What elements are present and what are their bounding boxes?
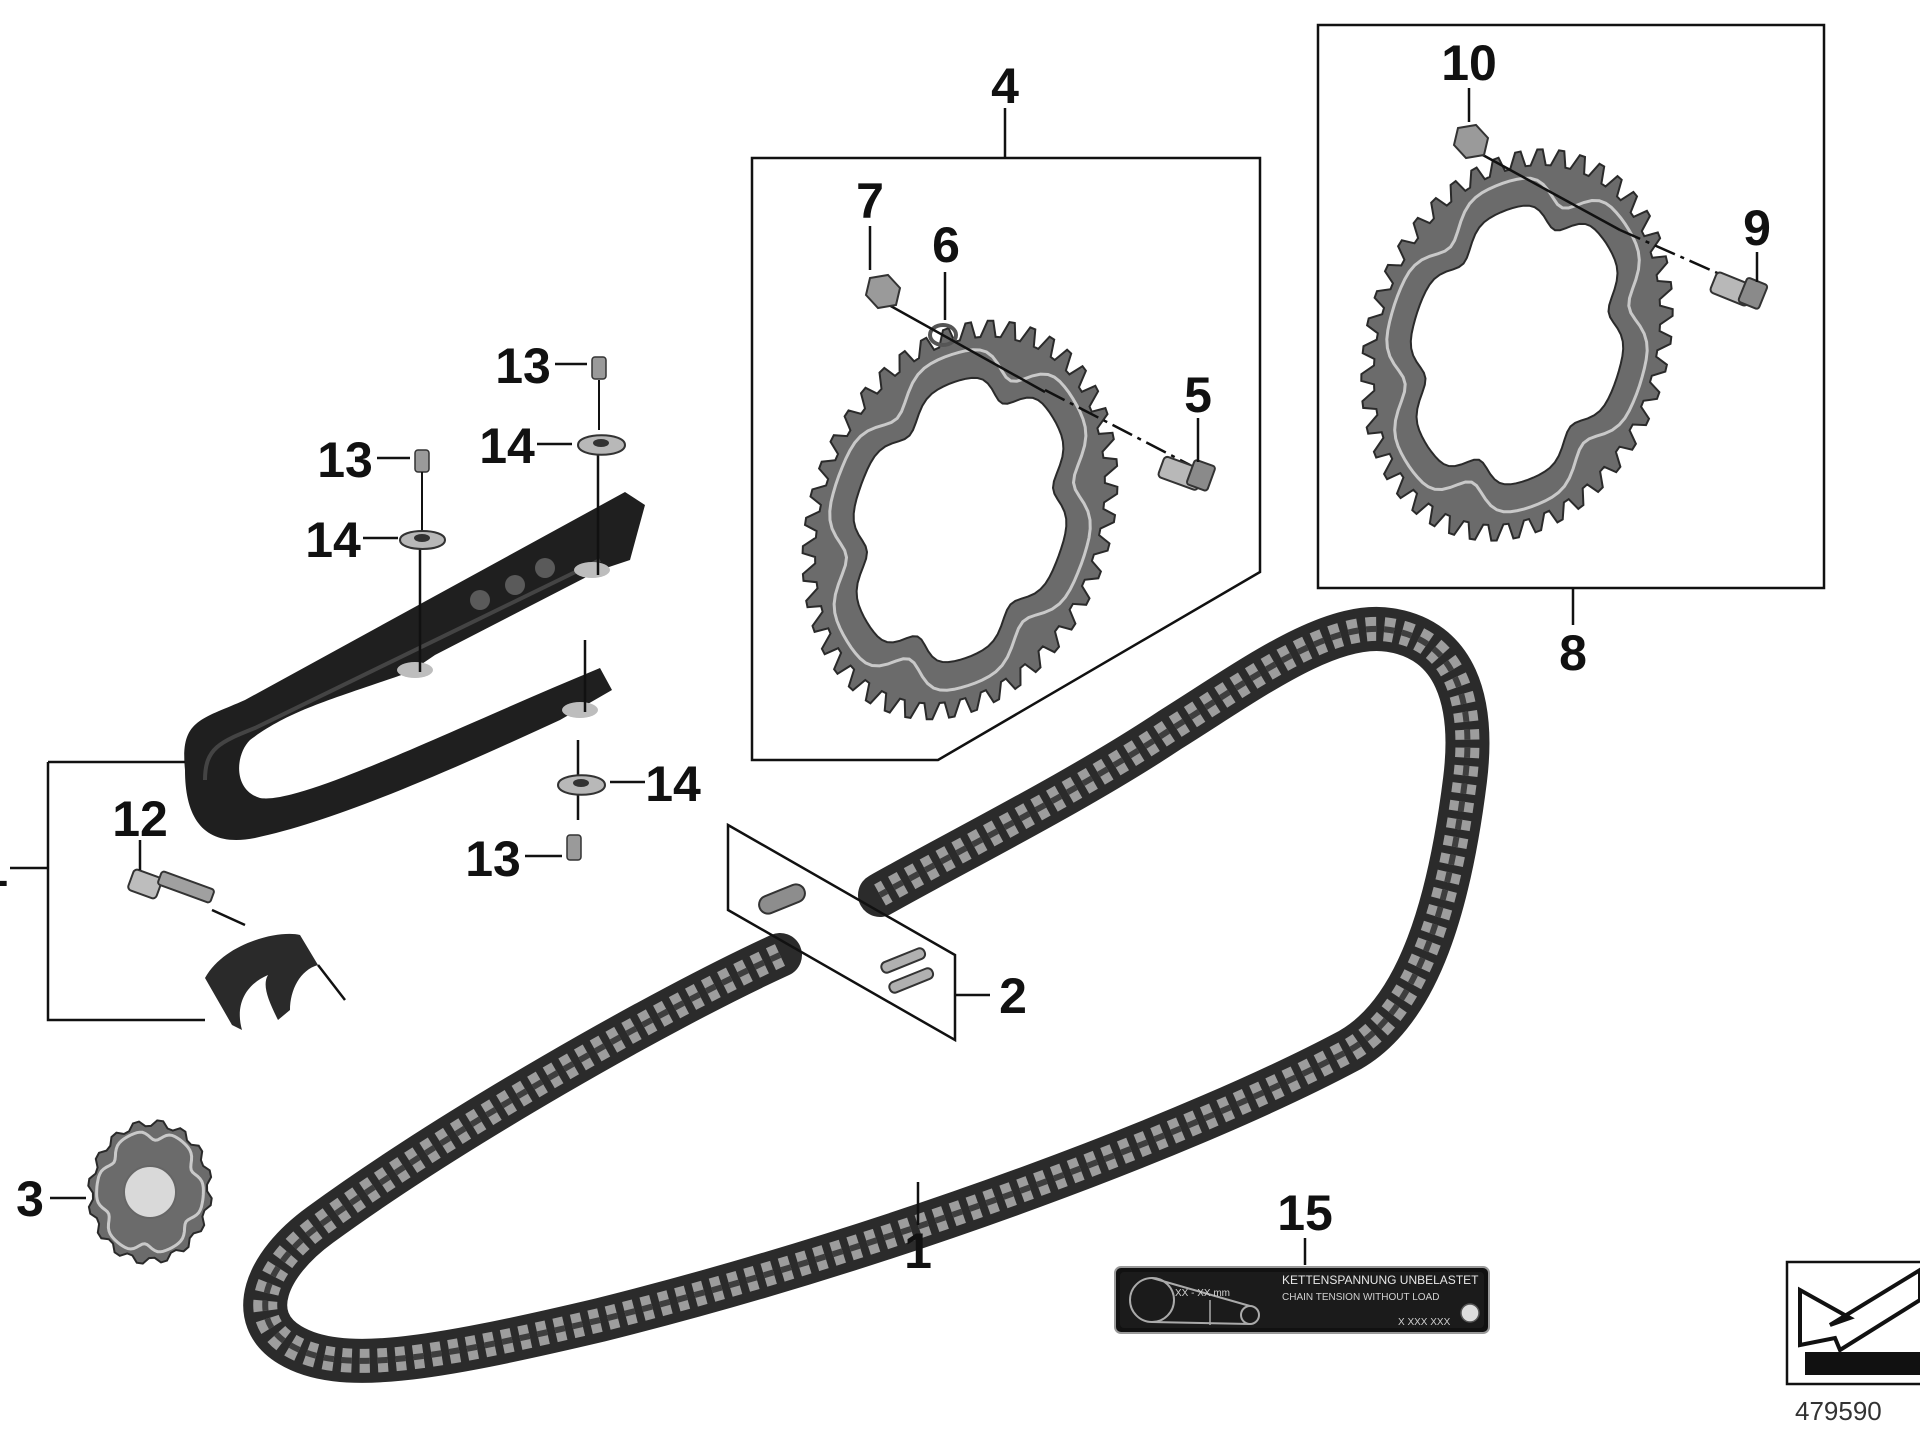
washer-14-c (556, 774, 607, 796)
rear-sprocket-b (1360, 148, 1674, 542)
callout-13-a: 13 (317, 432, 373, 488)
sprocket-ring (828, 348, 1092, 692)
callout-2: 2 (999, 968, 1027, 1024)
callout-5: 5 (1184, 367, 1212, 423)
bolt-5 (1044, 388, 1216, 492)
label-line-2: CHAIN TENSION WITHOUT LOAD (1282, 1292, 1439, 1303)
chain-guide (184, 450, 645, 841)
washer-6 (928, 323, 958, 347)
nut-7 (864, 273, 1046, 394)
label-line-1: KETTENSPANNUNG UNBELASTET (1282, 1273, 1479, 1287)
callout-14-b: 14 (479, 418, 535, 474)
callout-9: 9 (1743, 200, 1771, 256)
screw-13-a (414, 449, 430, 535)
label-code: X XXX XXX (1398, 1317, 1451, 1328)
group-box-8 (1316, 23, 1826, 590)
drive-chain (243, 606, 1490, 1383)
callout-15: 15 (1277, 1185, 1333, 1241)
callout-14-a: 14 (305, 512, 361, 568)
callout-13-c: 13 (465, 831, 521, 887)
front-sprocket (87, 1119, 213, 1265)
callout-3: 3 (16, 1171, 44, 1227)
callout-8: 8 (1559, 625, 1587, 681)
rear-sprocket-a (801, 319, 1119, 721)
nut-10 (1452, 123, 1621, 232)
bolt-12 (127, 868, 246, 927)
reference-number: 479590 (1795, 1396, 1882, 1426)
sprocket-ring (1385, 176, 1649, 514)
chain-link-kit (726, 822, 957, 1043)
sprocket-ring (95, 1130, 205, 1254)
link-plate (758, 883, 806, 915)
washer-14-a (398, 530, 447, 550)
callout-12: 12 (112, 791, 168, 847)
bracket-11 (46, 762, 205, 1022)
sprocket-hub-cutout (852, 376, 1068, 664)
callout-10: 10 (1441, 35, 1497, 91)
chain-tension-label: XX - XX mm KETTENSPANNUNG UNBELASTET CHA… (1114, 1266, 1490, 1334)
bolt-9 (1619, 228, 1769, 310)
callout-6: 6 (932, 217, 960, 273)
brand-roundel-icon (1460, 1303, 1480, 1323)
callout-13-b: 13 (495, 338, 551, 394)
screw-13-b (591, 356, 607, 430)
screw-13-c (566, 834, 582, 861)
direction-pictogram-icon (1785, 1260, 1920, 1386)
group-box-4 (750, 156, 1262, 762)
sprocket-hub-cutout (1409, 204, 1625, 486)
callout-1-chain: 1 (904, 1223, 932, 1279)
callout-7: 7 (856, 173, 884, 229)
callout-4: 4 (991, 58, 1019, 114)
callout-11: 11 (0, 841, 8, 897)
link-pins (880, 947, 935, 994)
chain-slider (205, 933, 346, 1030)
callout-14-c: 14 (645, 756, 701, 812)
label-measure: XX - XX mm (1175, 1288, 1230, 1299)
washer-14-b (576, 434, 627, 456)
